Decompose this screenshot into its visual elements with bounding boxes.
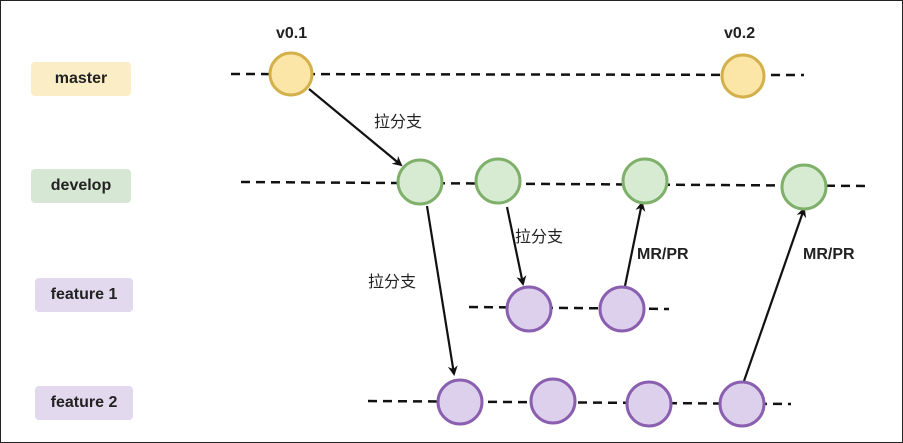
commit-develop-2	[474, 157, 522, 205]
branch-label-develop: develop	[31, 169, 131, 203]
arrow-feature2-merge	[742, 207, 807, 382]
branch-label-master: master	[31, 62, 131, 96]
commit-develop-3	[621, 157, 669, 205]
edge-label-branch-out-feature2: 拉分支	[368, 272, 416, 291]
commit-feature1-2	[598, 285, 646, 333]
commit-feature2-1	[436, 378, 484, 426]
arrow-feature1-merge	[623, 201, 646, 287]
master-timeline	[230, 72, 805, 77]
commit-develop-4	[780, 163, 828, 211]
arrow-master-to-develop	[308, 88, 403, 167]
commit-feature2-2	[529, 377, 577, 425]
commit-feature1-1	[505, 285, 553, 333]
arrow-develop-to-feature2	[425, 205, 458, 376]
edge-label-merge-feature1: MR/PR	[637, 246, 689, 263]
develop-timeline	[240, 180, 870, 188]
edge-label-merge-feature2: MR/PR	[803, 246, 855, 263]
branch-label-feature-2: feature 2	[35, 386, 133, 420]
commit-master-2	[720, 53, 766, 99]
branch-label-feature-1: feature 1	[35, 278, 133, 312]
commit-feature2-4	[718, 380, 766, 428]
commit-feature2-3	[625, 380, 673, 428]
tag-v01: v0.1	[276, 25, 307, 42]
edge-label-branch-out-feature1: 拉分支	[515, 227, 563, 246]
commit-master-1	[268, 51, 314, 97]
tag-v02: v0.2	[724, 25, 755, 42]
commit-develop-1	[396, 158, 444, 206]
edge-label-branch-out-master: 拉分支	[374, 112, 422, 131]
arrow-develop-to-feature1	[505, 206, 527, 286]
